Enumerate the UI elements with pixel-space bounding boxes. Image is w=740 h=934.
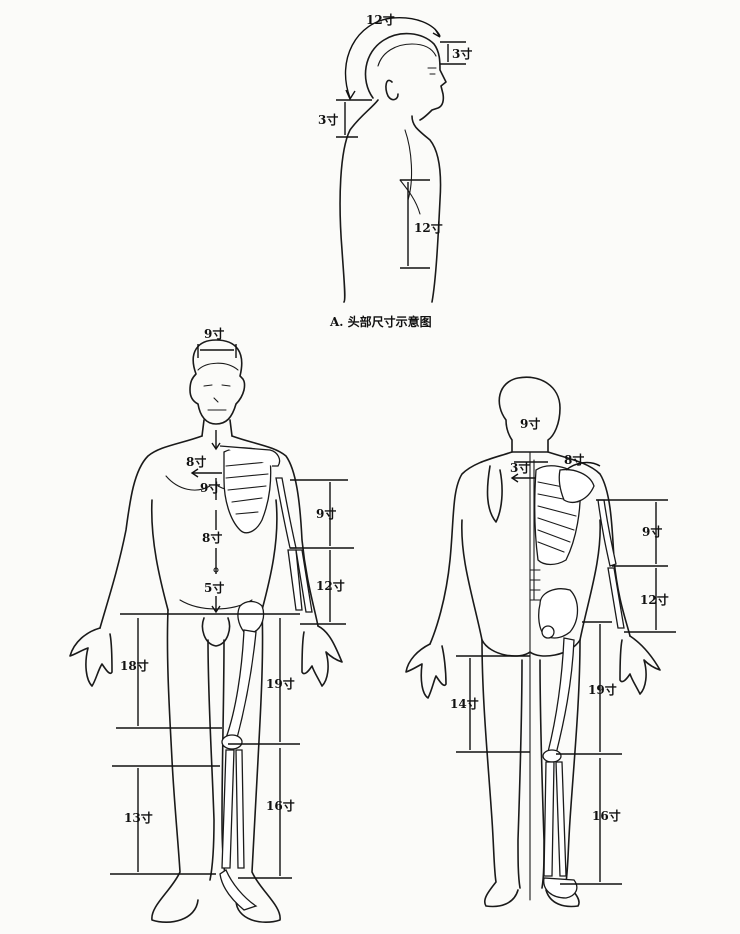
label-head-forehead: 3寸: [452, 46, 472, 61]
label-front-sternum: 9寸: [200, 480, 220, 495]
label-front-head-width: 9寸: [204, 326, 224, 341]
label-head-neck: 3寸: [318, 112, 338, 127]
label-back-shin: 16寸: [592, 808, 621, 823]
label-front-upper-abdomen: 8寸: [202, 530, 222, 545]
label-front-forearm: 12寸: [316, 578, 345, 593]
label-front-lower-abdomen: 5寸: [204, 580, 224, 595]
label-back-upper-arm: 9寸: [642, 524, 662, 539]
label-back-neck-width: 3寸: [510, 460, 530, 475]
front-figure: [69, 339, 343, 923]
label-front-thigh-outer: 19寸: [266, 676, 295, 691]
label-back-shoulder: 8寸: [564, 452, 584, 467]
back-dimensions: [456, 461, 676, 885]
profile-figure: [336, 17, 466, 303]
caption-head: A. 头部尺寸示意图: [329, 314, 432, 329]
front-dimensions: [110, 344, 354, 879]
label-head-top-arc: 12寸: [366, 12, 395, 27]
label-back-head: 9寸: [520, 416, 540, 431]
label-front-shin-outer: 16寸: [266, 798, 295, 813]
label-front-chest-width: 8寸: [186, 454, 206, 469]
label-front-thigh-inner: 18寸: [120, 658, 149, 673]
label-front-upper-arm: 9寸: [316, 506, 336, 521]
label-back-thigh: 19寸: [588, 682, 617, 697]
back-figure: [405, 376, 661, 908]
label-front-shin-inner: 13寸: [124, 810, 153, 825]
label-head-chest: 12寸: [414, 220, 443, 235]
label-back-buttock-knee: 14寸: [450, 696, 479, 711]
label-back-forearm: 12寸: [640, 592, 669, 607]
